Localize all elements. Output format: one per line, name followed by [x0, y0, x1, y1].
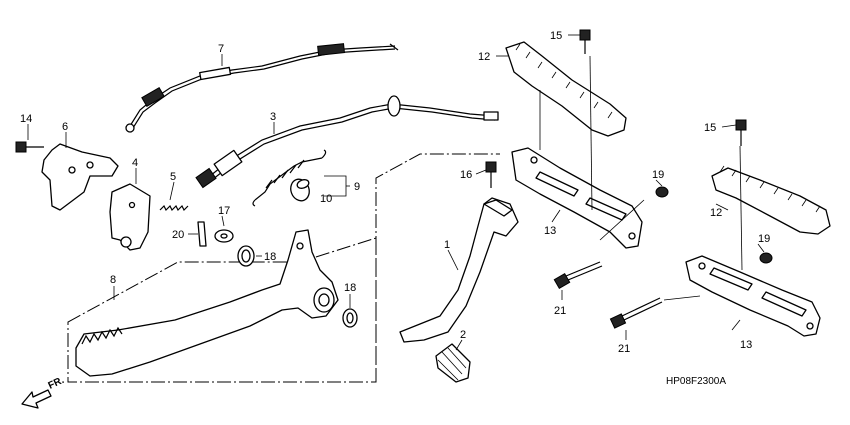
callout-16: 16 — [460, 169, 472, 181]
callout-3: 3 — [270, 111, 276, 123]
diagram-code: HP08F2300A — [666, 376, 726, 387]
callout-labels: 7 3 6 14 4 5 9 10 17 20 18 8 18 1 2 16 1… — [20, 30, 770, 355]
spring-9 — [252, 149, 327, 207]
callout-12b: 12 — [710, 207, 722, 219]
pin-20 — [197, 221, 207, 247]
pedal-rubber-2 — [435, 343, 471, 383]
callout-20: 20 — [172, 229, 184, 241]
bolt-21-lower — [609, 297, 663, 329]
bolt-21-upper — [553, 261, 603, 290]
callout-15a: 15 — [550, 30, 562, 42]
footpeg-12-upper — [505, 41, 627, 137]
callout-21b: 21 — [618, 343, 630, 355]
callout-15b: 15 — [704, 122, 716, 134]
bracket-6 — [41, 143, 119, 211]
callout-13a: 13 — [544, 225, 556, 237]
callout-13b: 13 — [740, 339, 752, 351]
footpeg-12-lower — [711, 165, 831, 235]
dashed-box-center — [375, 153, 500, 382]
callout-7: 7 — [218, 43, 224, 55]
callout-18a: 18 — [264, 251, 276, 263]
callout-1: 1 — [444, 239, 450, 251]
bolt-14 — [15, 141, 44, 153]
footpeg-bracket-13-upper — [511, 147, 643, 249]
callout-18b: 18 — [344, 282, 356, 294]
bolt-15-upper — [579, 29, 591, 54]
spring-5 — [159, 204, 189, 212]
callout-6: 6 — [62, 121, 68, 133]
bushing-18-lower — [342, 308, 358, 328]
bracket-4 — [109, 183, 151, 251]
callout-5: 5 — [170, 171, 176, 183]
brake-pedal-8 — [75, 229, 339, 377]
washer-17 — [214, 229, 234, 243]
leader-lines — [27, 34, 765, 351]
callout-10: 10 — [320, 193, 332, 205]
nut-19-upper — [655, 186, 669, 198]
front-arrow-icon: FR. — [21, 375, 66, 409]
callout-9: 9 — [354, 181, 360, 193]
front-label: FR. — [47, 375, 66, 392]
pedal-arm-1 — [399, 197, 519, 343]
callout-19a: 19 — [652, 169, 664, 181]
callout-2: 2 — [460, 329, 466, 341]
callout-14: 14 — [20, 113, 32, 125]
bushing-18-upper — [237, 245, 255, 267]
callout-12a: 12 — [478, 51, 490, 63]
cable-7 — [125, 43, 399, 133]
callout-4: 4 — [132, 157, 138, 169]
callout-8: 8 — [110, 274, 116, 286]
footpeg-bracket-13-lower — [685, 255, 821, 337]
callout-21a: 21 — [554, 305, 566, 317]
callout-17: 17 — [218, 205, 230, 217]
callout-19b: 19 — [758, 233, 770, 245]
bolt-16 — [485, 161, 497, 188]
bolt-15-lower — [735, 119, 747, 146]
cable-3 — [195, 95, 499, 189]
nut-19-lower — [759, 252, 773, 264]
